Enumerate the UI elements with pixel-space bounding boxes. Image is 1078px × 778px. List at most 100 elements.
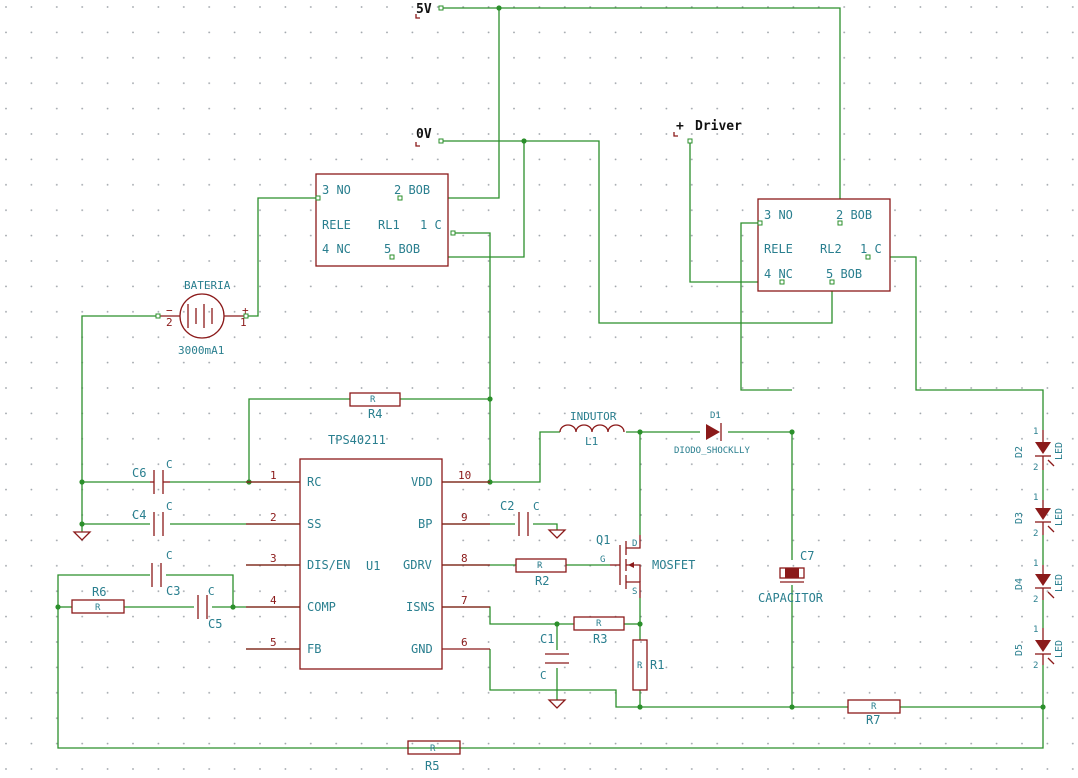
relay-rl2-ref: RL2 [820,242,842,256]
svg-text:DIS/EN: DIS/EN [307,558,350,572]
svg-text:2: 2 [1033,595,1038,605]
svg-text:LED: LED [1054,640,1065,658]
svg-text:LED: LED [1054,508,1065,526]
diode-d1: D1 DIODO_SHOCKLLY [674,411,750,456]
svg-text:C2: C2 [500,499,514,513]
svg-text:R3: R3 [593,632,607,646]
svg-text:2 BOB: 2 BOB [394,183,430,197]
net-5v-text: 5V [416,2,432,17]
svg-text:C4: C4 [132,508,146,522]
svg-text:1: 1 [240,316,247,329]
net-label-0v: 0V [415,127,444,147]
svg-text:R1: R1 [650,658,664,672]
capacitor-c6: C6 C [132,458,173,494]
svg-text:8: 8 [461,552,468,565]
svg-text:MOSFET: MOSFET [652,558,695,572]
svg-text:−: − [166,304,173,317]
svg-text:RC: RC [307,475,321,489]
svg-text:1: 1 [1033,493,1038,503]
svg-text:1 C: 1 C [860,242,882,256]
svg-text:5 BOB: 5 BOB [826,267,862,281]
relay-rl2: 3 NO 2 BOB RELE RL2 1 C 4 NC 5 BOB [757,198,891,292]
svg-text:G: G [600,555,605,565]
svg-text:5: 5 [270,636,277,649]
mosfet-q1: Q1 MOSFET D G S [596,533,695,598]
svg-text:LED: LED [1054,442,1065,460]
svg-text:R2: R2 [535,574,549,588]
led-d5: D5 LED 1 2 [1014,625,1065,671]
ground-symbol-c2 [547,529,567,539]
resistor-r3: R R3 [573,616,625,646]
svg-text:1: 1 [1033,559,1038,569]
svg-text:R5: R5 [425,759,439,773]
capacitor-c2: C2 C [500,499,540,536]
svg-text:R: R [370,395,376,405]
svg-text:1: 1 [1033,427,1038,437]
svg-text:R: R [596,619,602,629]
svg-text:VDD: VDD [411,475,433,489]
net-driver-plus: + [676,119,684,134]
svg-text:RELE: RELE [322,218,351,232]
junctions [55,5,1046,710]
svg-text:D4: D4 [1014,578,1025,590]
ic-value: TPS40211 [328,433,386,447]
svg-text:C: C [166,500,173,513]
svg-text:CAPACITOR: CAPACITOR [758,591,824,605]
svg-text:R: R [637,661,643,671]
ground-symbol-left [72,531,92,541]
svg-text:C6: C6 [132,466,146,480]
svg-text:C: C [166,458,173,471]
svg-text:R4: R4 [368,407,382,421]
svg-text:S: S [632,587,637,597]
svg-text:D3: D3 [1014,512,1025,524]
svg-text:3000mA1: 3000mA1 [178,344,224,357]
svg-text:FB: FB [307,642,321,656]
svg-text:1: 1 [1033,625,1038,635]
svg-text:C: C [540,669,547,682]
relay-rl1: 3 NO 2 BOB RELE RL1 1 C 4 NC 5 BOB [315,173,456,267]
svg-text:D2: D2 [1014,446,1025,458]
relay-rl1-ref: RL1 [378,218,400,232]
svg-text:+: + [242,304,249,317]
svg-text:C: C [166,549,173,562]
net-label-5v: 5V [415,2,444,19]
net-0v-text: 0V [416,127,432,142]
svg-text:INDUTOR: INDUTOR [570,410,617,423]
svg-text:L1: L1 [585,435,598,448]
svg-text:LED: LED [1054,574,1065,592]
svg-text:R7: R7 [866,713,880,727]
svg-text:R6: R6 [92,585,106,599]
svg-text:RELE: RELE [764,242,793,256]
svg-text:2: 2 [270,511,277,524]
svg-text:C5: C5 [208,617,222,631]
svg-text:BATERIA: BATERIA [184,279,231,292]
svg-text:D: D [632,539,637,549]
svg-text:D1: D1 [710,411,721,421]
svg-text:C: C [208,585,215,598]
svg-text:C7: C7 [800,549,814,563]
inductor-l1: INDUTOR L1 [559,410,625,448]
svg-text:10: 10 [458,469,471,482]
svg-text:GND: GND [411,642,433,656]
svg-text:2: 2 [1033,661,1038,671]
svg-text:5 BOB: 5 BOB [384,242,420,256]
svg-text:3: 3 [270,552,277,565]
capacitor-c1: C1 C [540,632,569,682]
svg-text:SS: SS [307,517,321,531]
svg-text:4 NC: 4 NC [764,267,793,281]
ic-ref: U1 [366,559,380,573]
svg-text:1: 1 [270,469,277,482]
svg-text:R: R [537,561,543,571]
net-label-driver: + Driver [673,119,742,144]
net-driver-text: Driver [695,119,742,134]
svg-text:2: 2 [166,316,173,329]
svg-text:9: 9 [461,511,468,524]
svg-text:2: 2 [1033,463,1038,473]
ground-symbol-c1 [547,699,567,709]
svg-text:ISNS: ISNS [406,600,435,614]
resistor-r1: R R1 [632,639,664,691]
led-d4: D4 LED 1 2 [1014,559,1065,605]
svg-text:7: 7 [461,594,468,607]
led-d3: D3 LED 1 2 [1014,493,1065,539]
